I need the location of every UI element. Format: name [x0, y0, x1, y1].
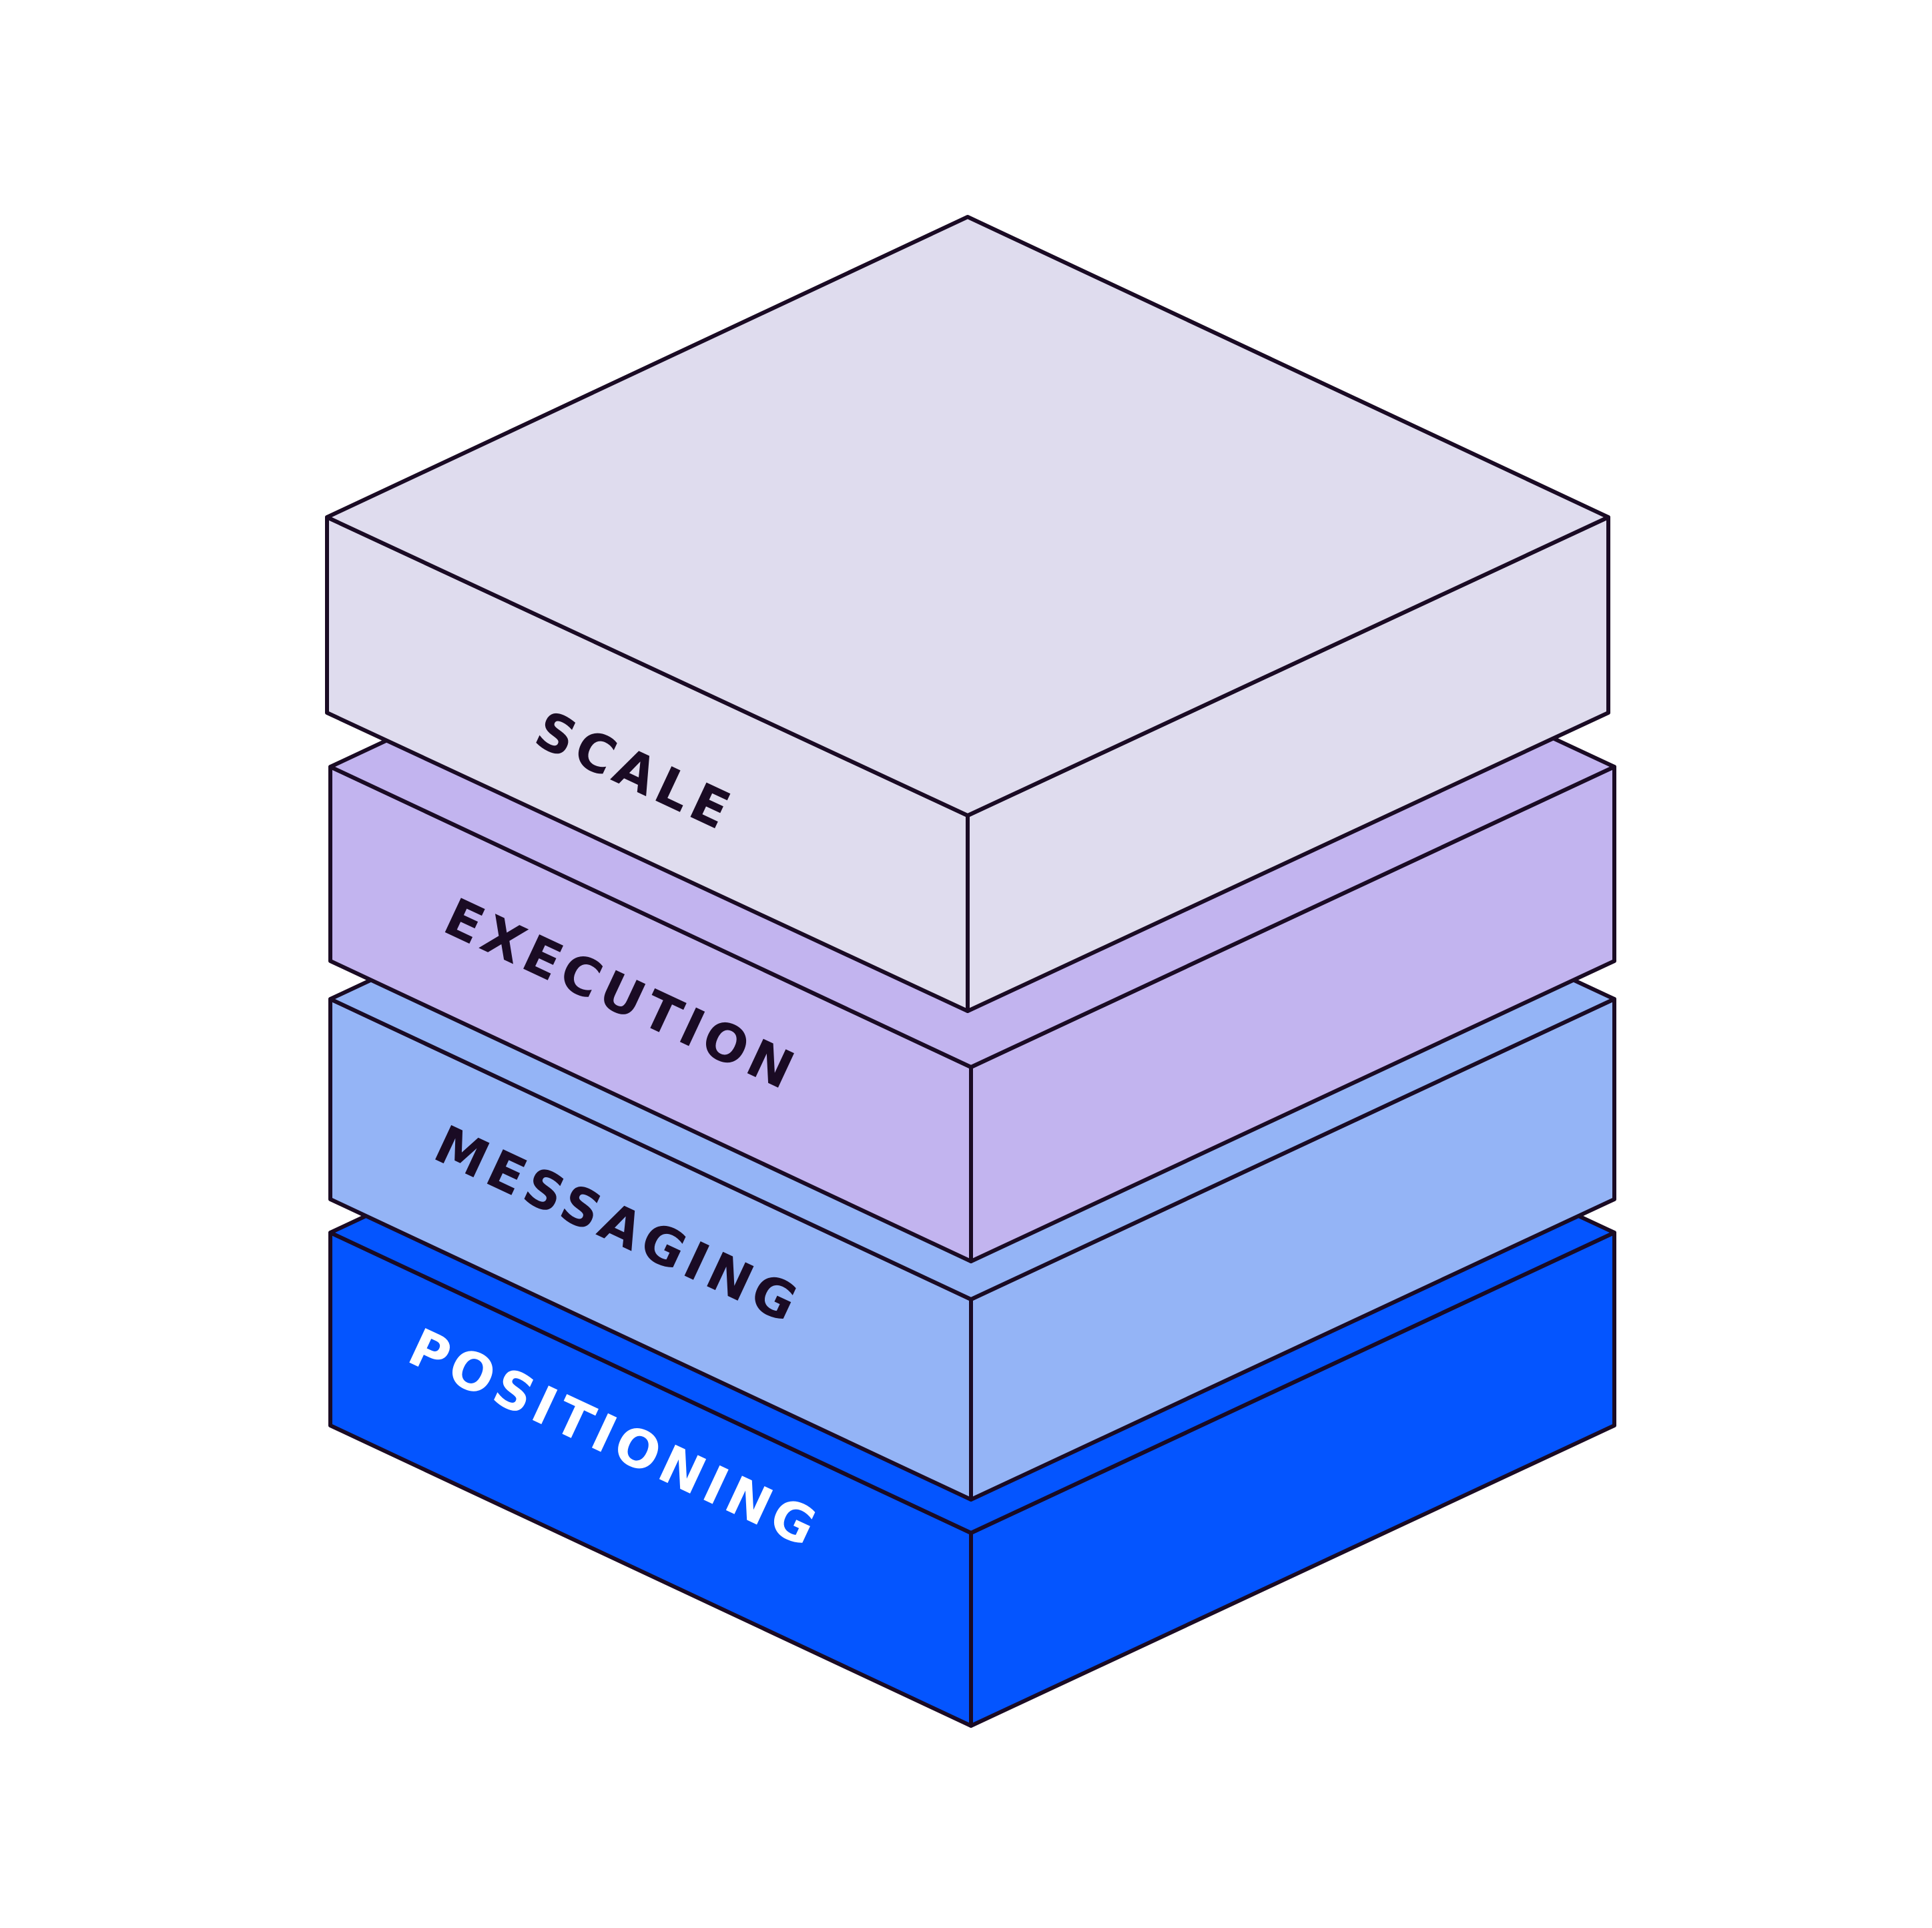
- layer-scale: SCALE: [325, 215, 1610, 1013]
- layer-scale-top-face: [325, 215, 1610, 818]
